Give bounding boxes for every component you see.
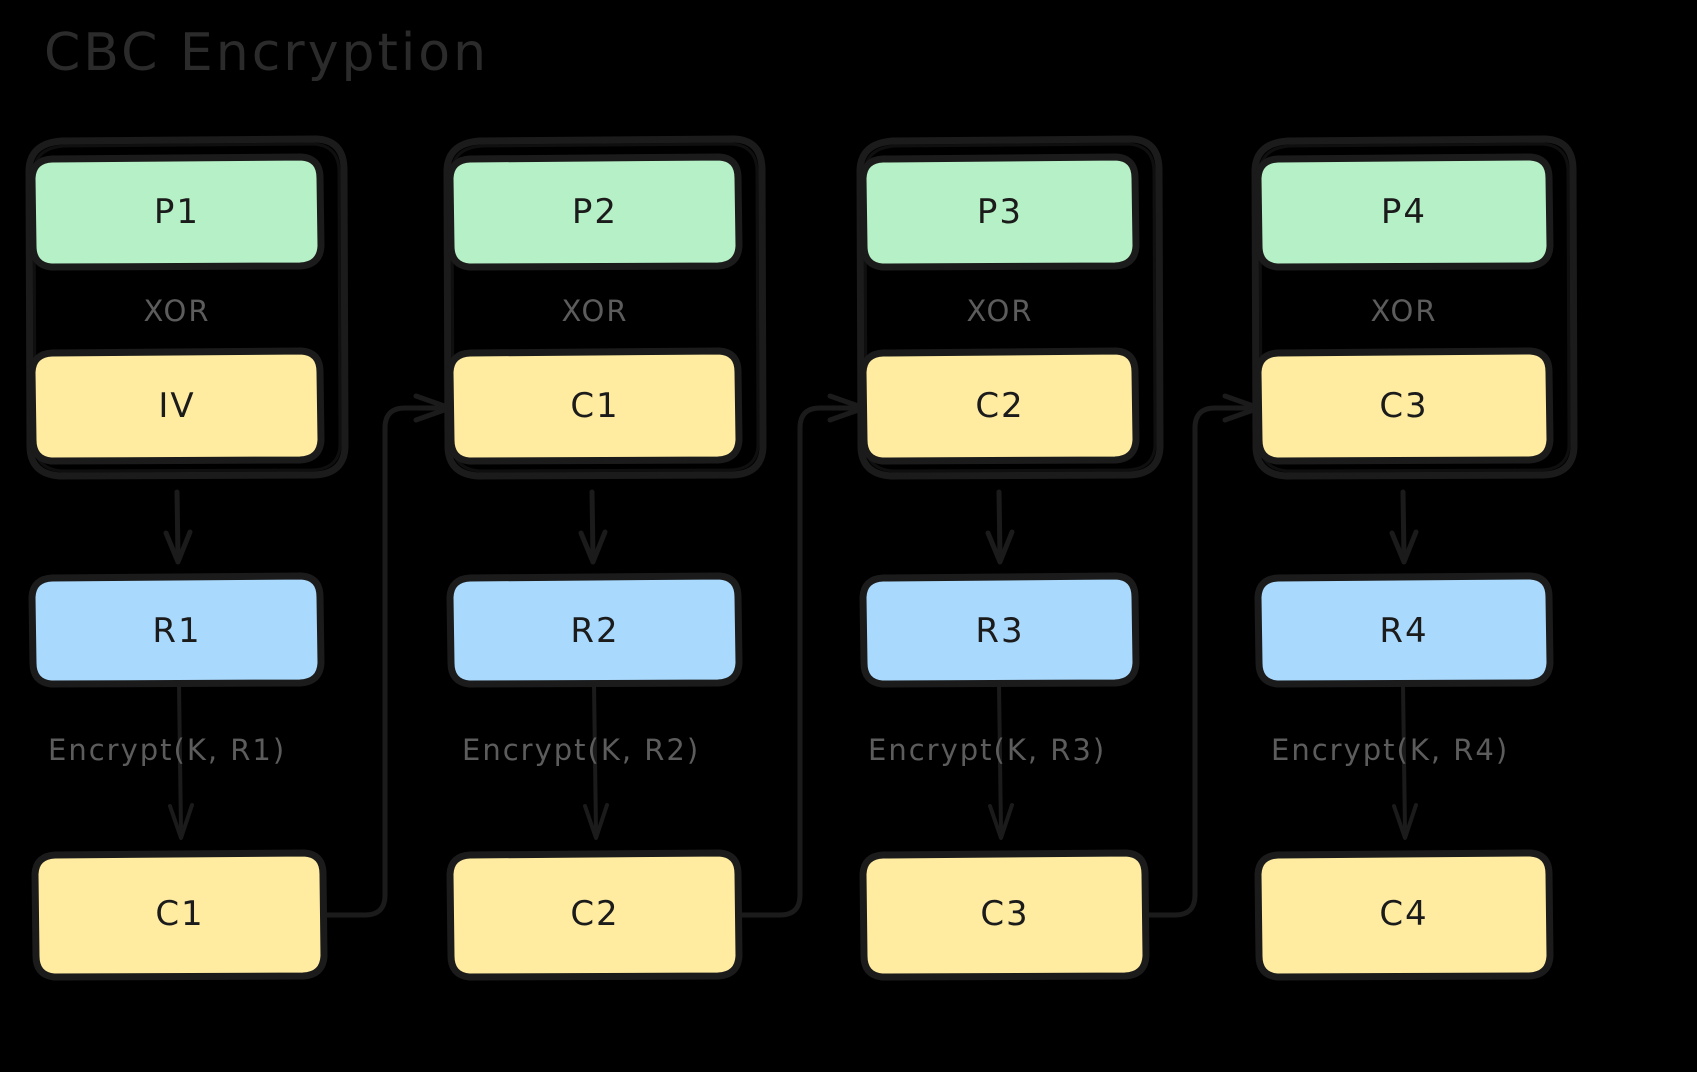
arrow-encrypt-4 <box>1401 682 1407 834</box>
block-4-container <box>1251 135 1578 480</box>
plaintext-box-2 <box>446 153 743 271</box>
feedback-line-3 <box>1145 405 1255 918</box>
arrow-encrypt-3 <box>997 682 1003 834</box>
chain-input-label-2: C1 <box>570 386 619 426</box>
plaintext-box-1 <box>28 153 325 271</box>
arrowhead-group-to-register-3 <box>985 529 1015 565</box>
register-box-2 <box>446 572 743 688</box>
feedback-line-2 <box>738 405 860 918</box>
chain-input-label-3: C2 <box>975 386 1024 426</box>
arrowhead-encrypt-3 <box>988 803 1014 840</box>
plaintext-box-3 <box>859 153 1140 271</box>
arrowhead-encrypt-1 <box>168 803 194 840</box>
block-3-group: P3 XOR C2 R3 Encrypt(K, R3) C3 <box>856 135 1262 981</box>
arrowhead-group-to-register-2 <box>578 529 608 565</box>
chain-input-label-1: IV <box>158 386 195 426</box>
chain-input-box-3 <box>859 347 1140 465</box>
block-3-container <box>856 135 1164 480</box>
ciphertext-label-2: C2 <box>570 894 619 934</box>
ciphertext-label-3: C3 <box>980 894 1029 934</box>
arrowhead-group-to-register-1 <box>163 529 193 565</box>
ciphertext-label-1: C1 <box>155 894 204 934</box>
arrow-group-to-register-3 <box>996 489 1003 560</box>
plaintext-label-3: P3 <box>977 192 1023 232</box>
ciphertext-box-4 <box>1254 849 1554 981</box>
block-1-group: P1 XOR IV R1 Encrypt(K, R1) C1 <box>25 135 453 981</box>
register-label-2: R2 <box>570 611 619 651</box>
block-4-group: P4 XOR C3 R4 Encrypt(K, R4) C4 <box>1251 135 1578 981</box>
chain-input-box-2 <box>446 347 743 465</box>
block-1-container <box>25 135 349 480</box>
arrow-encrypt-2 <box>592 682 598 834</box>
register-label-3: R3 <box>975 611 1024 651</box>
ciphertext-box-1 <box>31 849 328 981</box>
register-box-4 <box>1254 572 1554 688</box>
plaintext-label-4: P4 <box>1381 192 1427 232</box>
chain-input-box-4 <box>1254 347 1554 465</box>
arrow-group-to-register-4 <box>1400 489 1407 560</box>
encrypt-label-2: Encrypt(K, R2) <box>462 733 700 767</box>
arrowhead-encrypt-4 <box>1392 803 1418 840</box>
register-label-1: R1 <box>152 611 201 651</box>
xor-label-1: XOR <box>144 294 211 328</box>
register-box-1 <box>28 572 325 688</box>
plaintext-label-2: P2 <box>572 192 618 232</box>
xor-label-3: XOR <box>967 294 1034 328</box>
block-2-group: P2 XOR C1 R2 Encrypt(K, R2) C2 <box>443 135 867 981</box>
xor-label-2: XOR <box>562 294 629 328</box>
arrow-group-to-register-1 <box>174 489 181 560</box>
xor-label-4: XOR <box>1371 294 1438 328</box>
register-label-4: R4 <box>1379 611 1428 651</box>
feedback-line-1 <box>323 405 446 918</box>
plaintext-label-1: P1 <box>154 192 200 232</box>
arrowhead-encrypt-2 <box>583 803 609 840</box>
block-2-container <box>443 135 767 480</box>
diagram-title: CBC Encryption <box>44 23 489 83</box>
encrypt-label-1: Encrypt(K, R1) <box>48 733 286 767</box>
arrowhead-group-to-register-4 <box>1389 529 1419 565</box>
arrow-group-to-register-2 <box>589 489 596 560</box>
plaintext-box-4 <box>1254 153 1554 271</box>
ciphertext-label-4: C4 <box>1379 894 1428 934</box>
ciphertext-box-2 <box>446 849 743 981</box>
ciphertext-box-3 <box>859 849 1150 981</box>
register-box-3 <box>859 572 1140 688</box>
arrow-encrypt-1 <box>177 682 183 834</box>
encrypt-label-4: Encrypt(K, R4) <box>1271 733 1509 767</box>
chain-input-label-4: C3 <box>1379 386 1428 426</box>
encrypt-label-3: Encrypt(K, R3) <box>868 733 1106 767</box>
chain-input-box-1 <box>28 347 325 465</box>
